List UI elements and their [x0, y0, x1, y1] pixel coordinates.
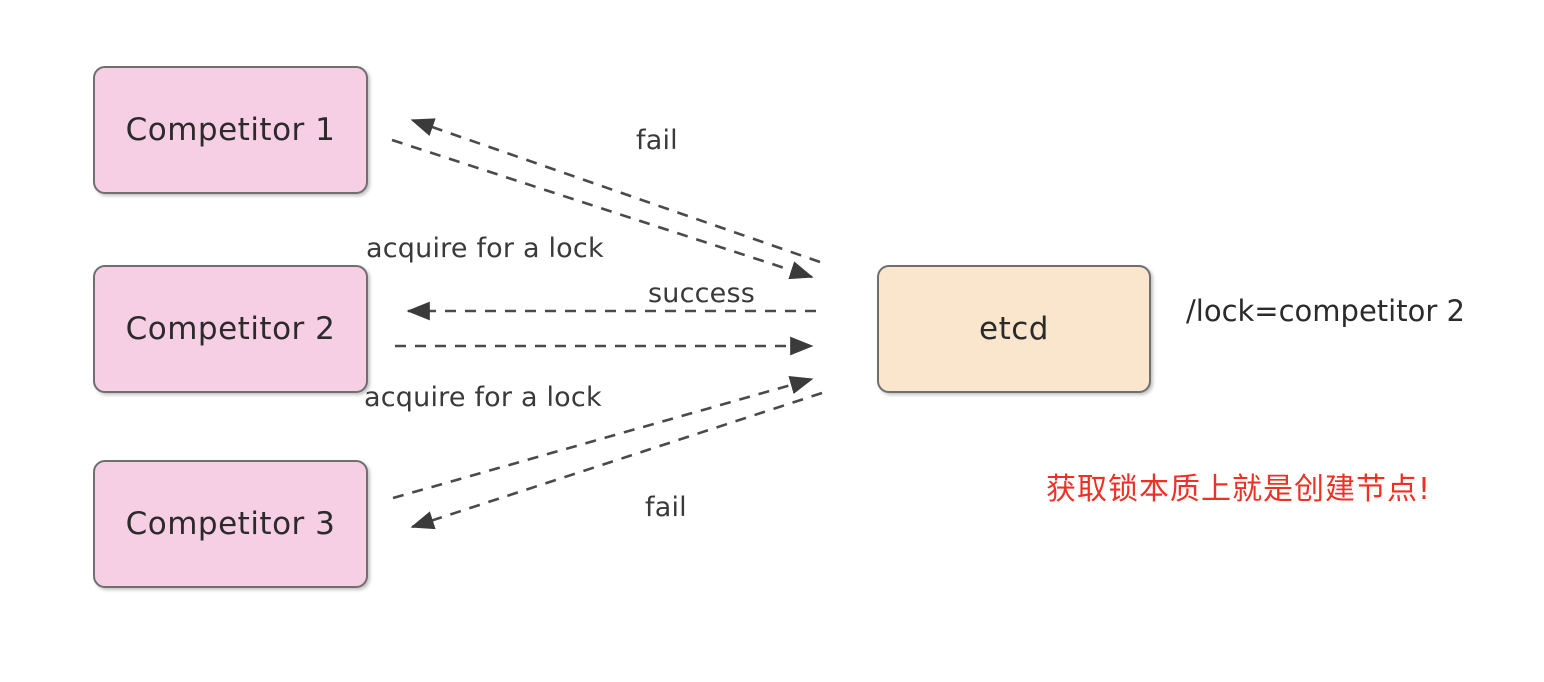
annotation-chinese-note: 获取锁本质上就是创建节点!	[1046, 472, 1432, 507]
node-etcd-label: etcd	[979, 311, 1049, 347]
edge-label-fail-top: fail	[636, 125, 678, 156]
node-competitor-3-label: Competitor 3	[125, 506, 336, 542]
node-competitor-1[interactable]: Competitor 1	[93, 66, 368, 194]
node-competitor-3[interactable]: Competitor 3	[93, 460, 368, 588]
node-competitor-2-label: Competitor 2	[125, 311, 336, 347]
node-etcd[interactable]: etcd	[877, 265, 1151, 393]
edge-c3-response-line	[410, 391, 823, 530]
edge-c1-response-line	[410, 118, 821, 264]
node-competitor-2[interactable]: Competitor 2	[93, 265, 368, 393]
edge-label-acquire-top: acquire for a lock	[366, 233, 604, 264]
edge-label-acquire-bottom: acquire for a lock	[364, 382, 602, 413]
edge-label-fail-bottom: fail	[645, 492, 687, 523]
node-competitor-1-label: Competitor 1	[125, 112, 336, 148]
annotation-lock-value: /lock=competitor 2	[1186, 294, 1465, 328]
edge-c1-request-line	[391, 138, 814, 280]
edge-c3-request-line	[392, 375, 814, 500]
edge-label-success: success	[648, 278, 756, 309]
